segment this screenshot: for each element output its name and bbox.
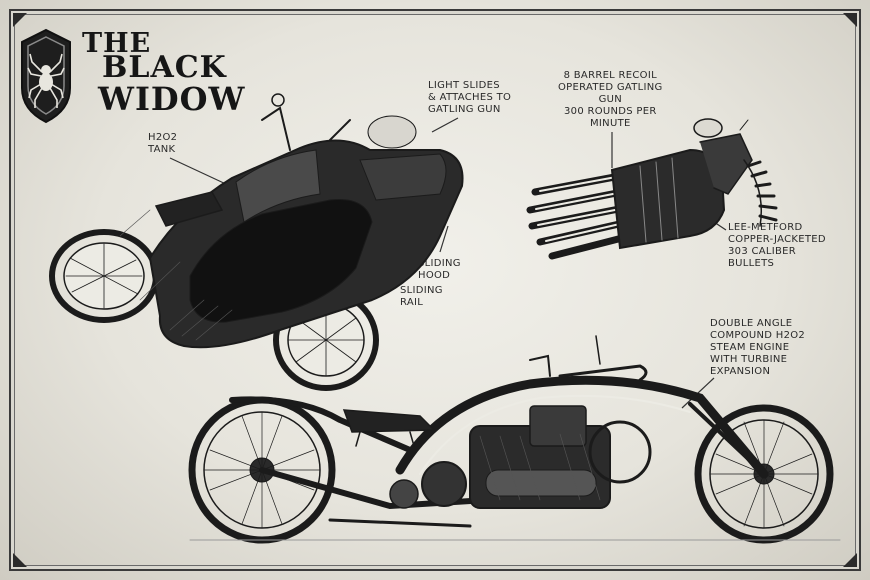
- corner-ornament-icon: [13, 13, 27, 27]
- title-line-1: THE: [82, 28, 152, 59]
- annotation-h2o2-tank: H2O2 TANK: [148, 132, 178, 155]
- corner-ornament-icon: [843, 553, 857, 567]
- annotation-steam-engine: DOUBLE ANGLE COMPOUND H2O2 STEAM ENGINE …: [710, 318, 806, 377]
- sheet-frame: [9, 9, 861, 571]
- annotation-light-slides: LIGHT SLIDES & ATTACHES TO GATLING GUN: [428, 80, 512, 115]
- title-line-3: WIDOW: [98, 80, 246, 118]
- annotation-gatling-gun: 8 BARREL RECOIL OPERATED GATLING GUN 300…: [558, 70, 663, 129]
- spider-shield-icon: [21, 28, 71, 124]
- corner-ornament-icon: [13, 553, 27, 567]
- annotation-sliding-rail: SLIDING RAIL: [400, 285, 443, 308]
- annotation-sliding-hood: SLIDING HOOD: [418, 258, 461, 281]
- title-line-2: BLACK: [102, 50, 227, 85]
- corner-ornament-icon: [843, 13, 857, 27]
- annotation-bullets: LEE-METFORD COPPER-JACKETED 303 CALIBER …: [728, 222, 826, 269]
